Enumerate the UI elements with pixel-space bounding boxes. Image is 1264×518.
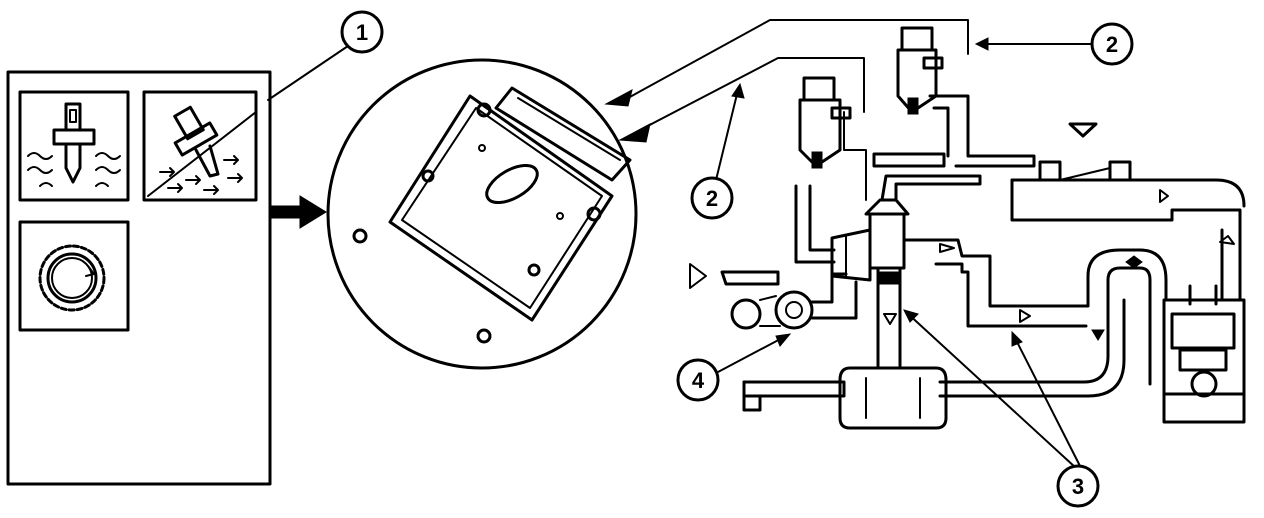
- idle-air-control-valve: [720, 270, 858, 330]
- callout-2-mid-leader: [715, 89, 739, 181]
- fuel-injector-upper: [896, 26, 944, 115]
- callout-4-leader: [717, 335, 787, 373]
- callout-4: 4: [676, 358, 720, 402]
- engine-cylinder: [1162, 284, 1246, 424]
- svg-text:1: 1: [356, 20, 368, 45]
- callout-1: 1: [340, 10, 384, 54]
- svg-text:2: 2: [706, 186, 718, 211]
- ecu-magnifier: [326, 58, 638, 370]
- airflow-sensor-icon: [142, 90, 258, 202]
- crankshaft-position-sensor-icon: [18, 220, 130, 332]
- fuel-injector-lower: [798, 76, 852, 169]
- callout-3-leader-a: [905, 311, 1077, 469]
- svg-text:4: 4: [692, 368, 705, 393]
- callout-1-leader: [267, 45, 349, 101]
- callout-2-top: 2: [1090, 22, 1134, 66]
- svg-text:3: 3: [1072, 474, 1084, 499]
- catalytic-converter: [838, 366, 948, 430]
- callout-3-leader-b: [1013, 335, 1081, 467]
- callout-3: 3: [1056, 464, 1100, 508]
- callout-2-mid: 2: [690, 176, 734, 220]
- svg-text:2: 2: [1106, 32, 1118, 57]
- throttle-body: [830, 198, 910, 282]
- engine-schematic: [627, 19, 1246, 430]
- liquid-temperature-sensor-icon: [18, 90, 130, 202]
- sensor-panel: [6, 70, 272, 486]
- panel-to-ecu-arrow: [271, 195, 327, 229]
